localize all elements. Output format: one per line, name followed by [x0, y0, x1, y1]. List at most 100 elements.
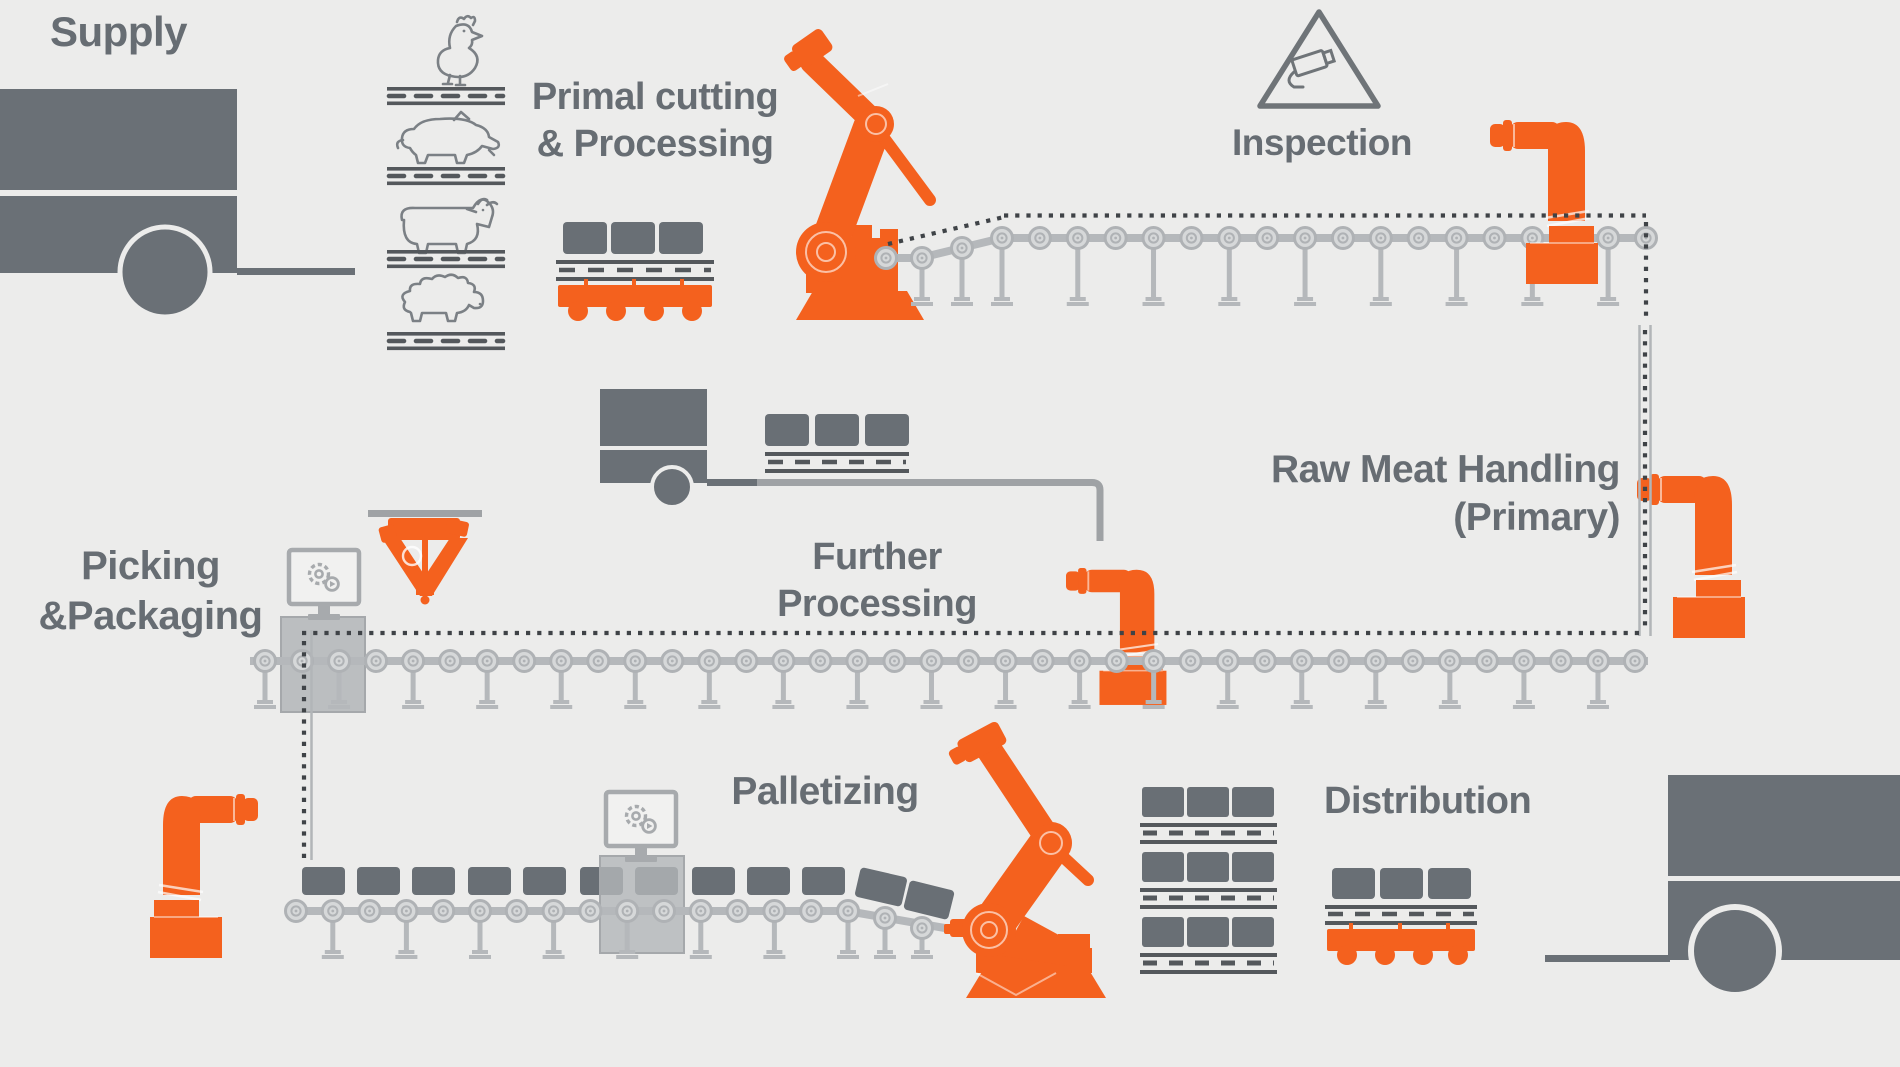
- conveyor-roller-icon: [438, 649, 463, 673]
- conveyor-roller-icon: [1482, 226, 1507, 250]
- picking-robot: [148, 792, 260, 960]
- conveyor-roller-icon: [799, 899, 824, 923]
- tilted-box: [855, 867, 907, 907]
- conveyor-roller-icon: [1067, 649, 1092, 673]
- conveyor-roller-icon: [1289, 649, 1314, 673]
- conveyor-roller-icon: [394, 899, 419, 923]
- road-icon: [387, 250, 505, 268]
- conveyor-roller-icon: [808, 649, 833, 673]
- further-processing-label: Further Processing: [777, 536, 977, 626]
- conveyor-roller-icon: [615, 899, 640, 923]
- bottom-conveyor-rollers: [284, 899, 860, 959]
- road-icon: [387, 167, 505, 185]
- conveyor-roller-icon: [1406, 226, 1431, 250]
- process-flow-dotted-line: [301, 213, 1649, 858]
- truck-wheel-icon: [1688, 904, 1782, 998]
- conveyor-roller-icon: [1511, 649, 1536, 673]
- conveyor-roller-icon: [320, 899, 345, 923]
- palletizing-label: Palletizing: [731, 770, 919, 813]
- conveyor-roller-icon: [1027, 226, 1052, 250]
- cow-icon: [400, 197, 499, 255]
- conveyor-roller-icon: [652, 899, 676, 923]
- conveyor-roller-icon: [910, 916, 934, 940]
- meat-rack-icon: [765, 414, 909, 473]
- conveyor-roller-icon: [1104, 649, 1129, 673]
- sheep-icon: [401, 273, 485, 323]
- conveyor-roller-icon: [1326, 649, 1351, 673]
- road-icon: [387, 332, 505, 350]
- delivery-truck-icon: [600, 389, 757, 509]
- distribution-cart-icon: [1325, 868, 1477, 965]
- conveyor-roller-icon: [468, 899, 492, 923]
- outbound-truck-icon: [1545, 775, 1900, 998]
- conveyor-roller-icon: [504, 899, 529, 923]
- conveyor-roller-icon: [512, 649, 537, 673]
- control-monitor-icon: [606, 792, 676, 862]
- conveyor-roller-icon: [1368, 226, 1393, 250]
- conveyor-roller-icon: [578, 899, 603, 923]
- raw-meat-handling-robot: [1635, 472, 1747, 640]
- conveyor-roller-icon: [1585, 649, 1610, 673]
- conveyor-roller-icon: [873, 906, 897, 930]
- top-conveyor-rollers: [874, 246, 934, 306]
- conveyor-roller-icon: [1179, 226, 1204, 250]
- conveyor-roller-icon: [1548, 649, 1573, 673]
- inspection-robot: [1488, 118, 1600, 286]
- conveyor-roller-icon: [253, 649, 277, 673]
- conveyor-roller-icon: [1141, 649, 1166, 673]
- conveyor-roller-icon: [1215, 649, 1240, 673]
- middle-conveyor-rollers: [253, 649, 1647, 709]
- conveyor-roller-icon: [734, 649, 759, 673]
- conveyor-roller-icon: [1330, 226, 1355, 250]
- conveyor-roller-icon: [771, 649, 796, 673]
- bottom-conveyor-rollers: [873, 906, 934, 959]
- conveyor-roller-icon: [1255, 226, 1280, 250]
- conveyor-roller-icon: [549, 649, 574, 673]
- conveyor-roller-icon: [660, 649, 685, 673]
- conveyor-roller-icon: [1444, 226, 1469, 250]
- raw-meat-handling-label: Raw Meat Handling (Primary): [1270, 448, 1621, 540]
- meat-cart-icon: [556, 222, 714, 321]
- conveyor-roller-icon: [431, 899, 456, 923]
- supply-label-text: Supply: [50, 8, 188, 55]
- conveyor-roller-icon: [401, 649, 426, 673]
- conveyor-roller-icon: [1474, 649, 1499, 673]
- conveyor-roller-icon: [284, 899, 308, 923]
- top-conveyor-rollers: [950, 236, 974, 306]
- conveyor-roller-icon: [688, 899, 713, 923]
- pig-icon: [395, 110, 501, 165]
- conveyor-roller-icon: [919, 649, 944, 673]
- conveyor-roller-icon: [1623, 649, 1647, 673]
- pallet-rack-icon: [1140, 787, 1277, 974]
- conveyor-roller-icon: [623, 649, 648, 673]
- conveyor-roller-icon: [1141, 226, 1166, 250]
- inspection-label: Inspection: [1231, 122, 1413, 163]
- conveyor-roller-icon: [1103, 226, 1128, 250]
- conveyor-roller-icon: [697, 649, 722, 673]
- conveyor-roller-icon: [327, 649, 352, 673]
- supply-label: Supply: [50, 6, 188, 58]
- conveyor-roller-icon: [882, 649, 907, 673]
- conveyor-roller-icon: [836, 899, 860, 923]
- conveyor-roller-icon: [1217, 226, 1242, 250]
- control-monitor-icon: [289, 550, 359, 620]
- camera-warning-sign-icon: [1257, 9, 1381, 109]
- conveyor-roller-icon: [475, 649, 500, 673]
- conveyor-roller-icon: [725, 899, 750, 923]
- primal-cutting-label: Primal cutting & Processing: [531, 76, 779, 166]
- conveyor-roller-icon: [762, 899, 787, 923]
- truck-wheel-icon: [117, 224, 213, 320]
- conveyor-roller-icon: [1400, 649, 1425, 673]
- conveyor-roller-icon: [993, 649, 1018, 673]
- conveyor-roller-icon: [874, 246, 898, 270]
- conveyor-roller-icon: [1030, 649, 1055, 673]
- distribution-label: Distribution: [1324, 780, 1532, 822]
- transfer-path: [757, 479, 1104, 541]
- conveyor-roller-icon: [1252, 649, 1277, 673]
- tilted-box: [903, 880, 955, 920]
- conveyor-roller-icon: [1363, 649, 1388, 673]
- supply-truck: [0, 89, 355, 320]
- conveyor-roller-icon: [990, 226, 1014, 250]
